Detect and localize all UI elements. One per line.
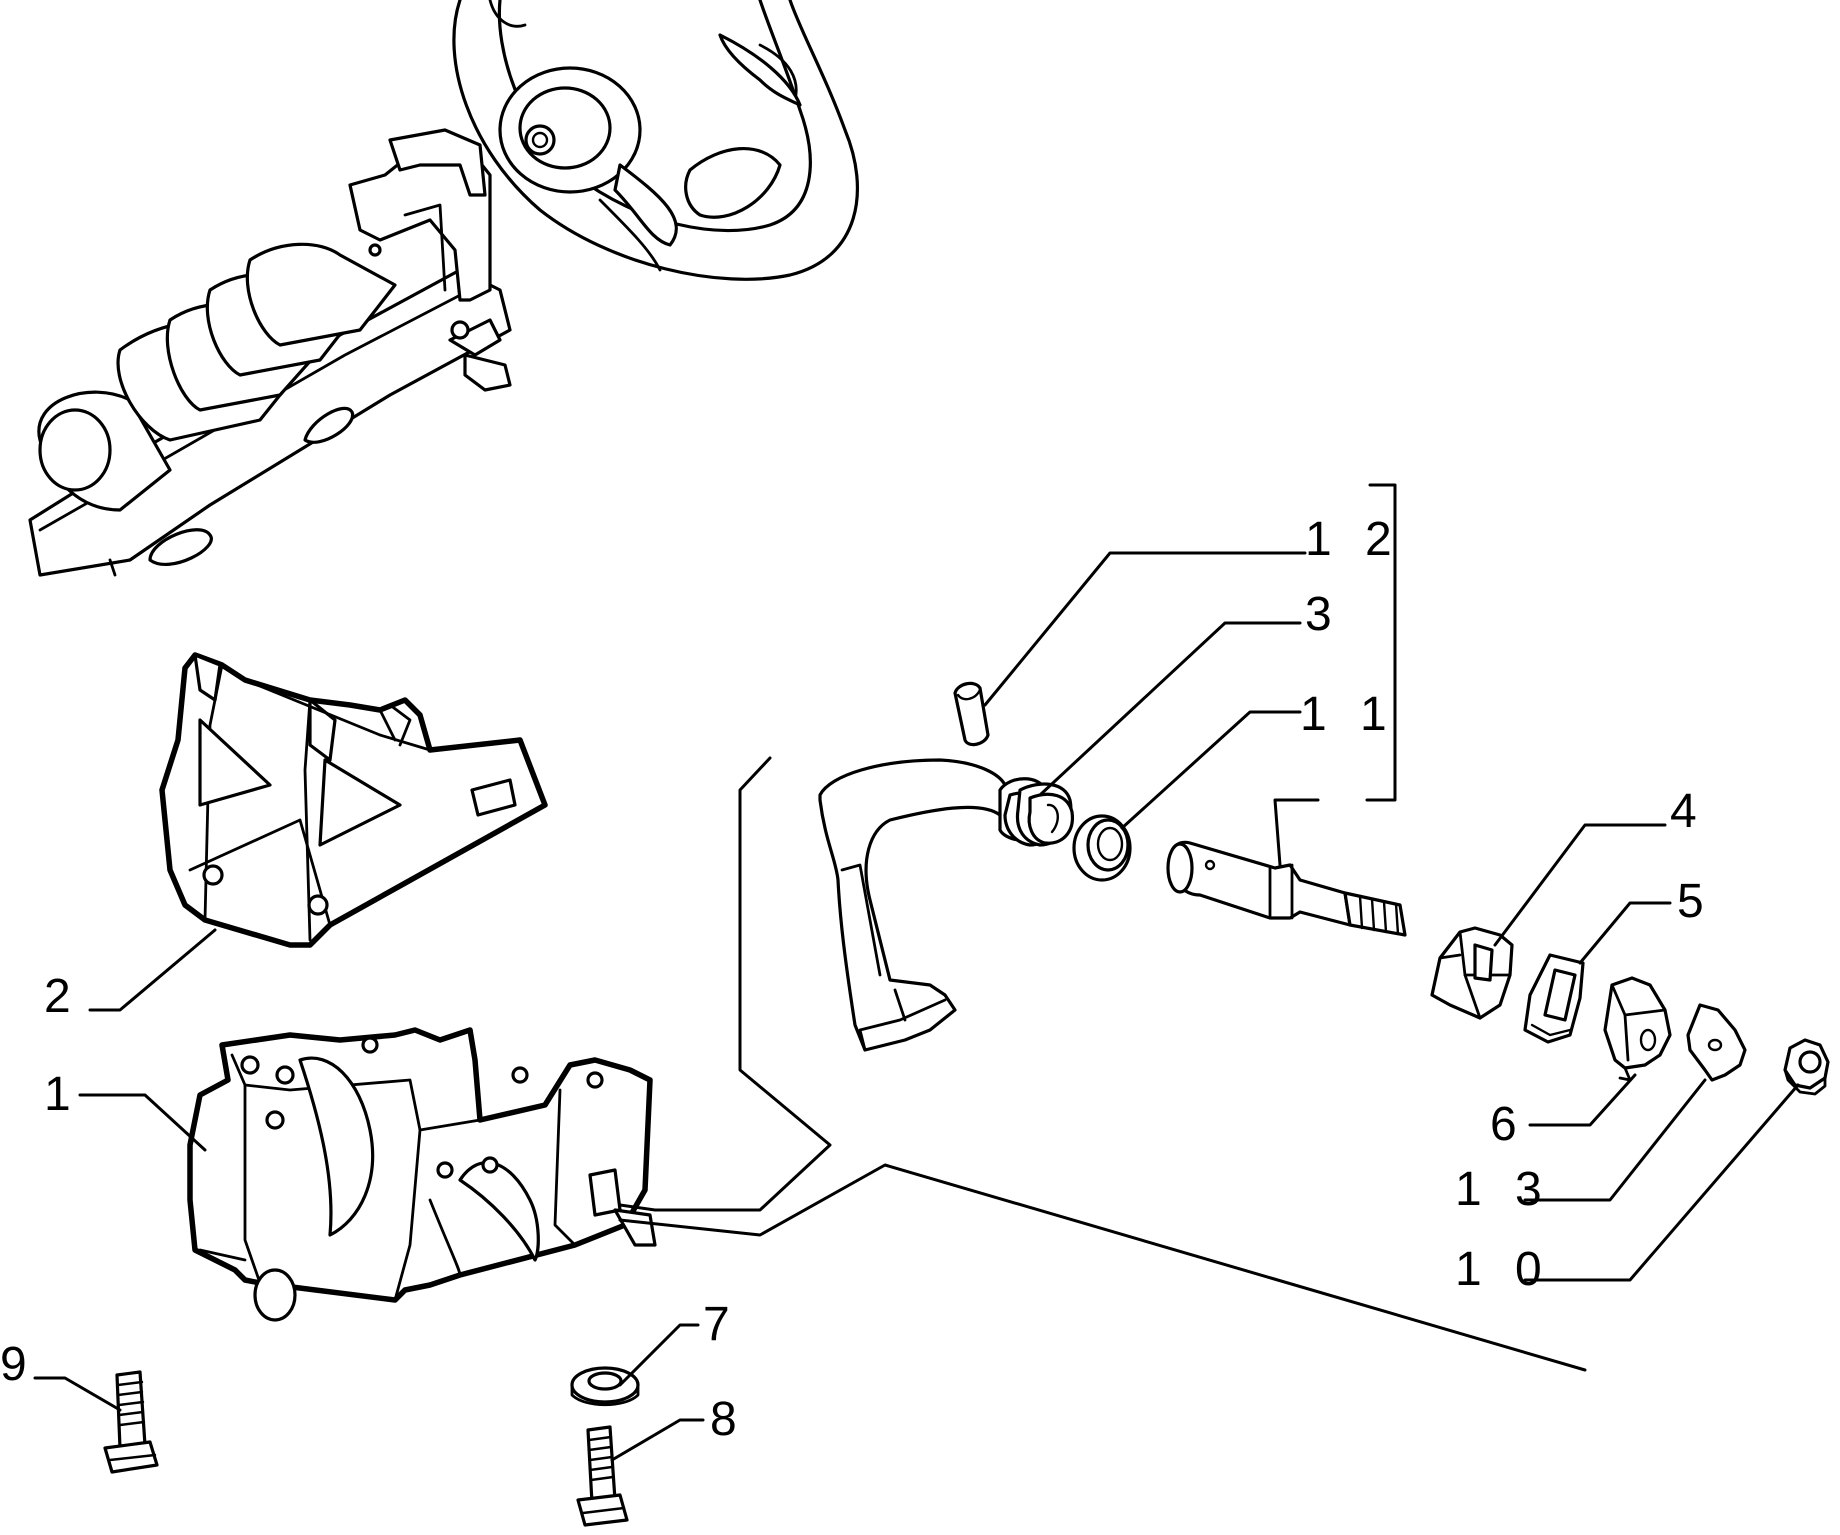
callout-9: 9 — [0, 1338, 37, 1391]
steering-wheel — [452, 0, 860, 281]
leader-6 — [1528, 1073, 1637, 1127]
leader-9 — [33, 1376, 122, 1412]
callout-3: 3 — [1305, 588, 1342, 641]
leader-7 — [618, 1323, 700, 1387]
part-4-clip — [1430, 926, 1514, 1020]
leader-4 — [1493, 823, 1667, 947]
leader-12 — [983, 551, 1307, 707]
leader-2 — [88, 928, 217, 1012]
part-1-lower-bracket — [187, 1027, 657, 1322]
callout-5: 5 — [1677, 875, 1714, 928]
part-2-upper-bracket — [159, 652, 548, 948]
part-12-pin — [953, 681, 990, 747]
leader-5 — [1578, 901, 1672, 965]
callout-labels: 1 2 3 4 5 6 7 8 9 1 0 1 1 1 2 1 3 — [0, 513, 1714, 1446]
callout-6: 6 — [1490, 1098, 1527, 1151]
pivot-bolt — [1166, 840, 1407, 937]
callout-13: 1 3 — [1455, 1163, 1552, 1216]
leader-8 — [610, 1418, 705, 1462]
callout-11: 1 1 — [1300, 688, 1397, 741]
callout-2: 2 — [44, 970, 81, 1023]
leader-13 — [1523, 1078, 1707, 1202]
callout-8: 8 — [710, 1393, 747, 1446]
part-13-plate — [1686, 1003, 1747, 1082]
part-9-bolt — [103, 1370, 159, 1474]
leader-3 — [1038, 621, 1302, 797]
steering-column — [28, 128, 512, 577]
leader-lines — [33, 551, 1800, 1462]
leader-1 — [78, 1093, 207, 1152]
callout-1: 1 — [44, 1068, 81, 1121]
leader-11 — [1120, 710, 1302, 830]
part-5-pad — [1523, 953, 1585, 1044]
leader-10 — [1523, 1083, 1800, 1282]
part-10-nut — [1783, 1038, 1830, 1096]
part-7-washer — [570, 1366, 640, 1407]
leader-group — [1273, 798, 1320, 867]
callout-7: 7 — [703, 1298, 740, 1351]
part-11-bushing — [1072, 814, 1132, 882]
callout-4: 4 — [1670, 785, 1707, 838]
group-lines — [618, 483, 1587, 1372]
callout-10: 1 0 — [1455, 1243, 1552, 1296]
callout-12: 1 2 — [1305, 513, 1402, 566]
part-8-bolt — [576, 1425, 629, 1527]
part-6-block — [1603, 976, 1672, 1082]
part-3-lever — [818, 758, 1074, 1052]
